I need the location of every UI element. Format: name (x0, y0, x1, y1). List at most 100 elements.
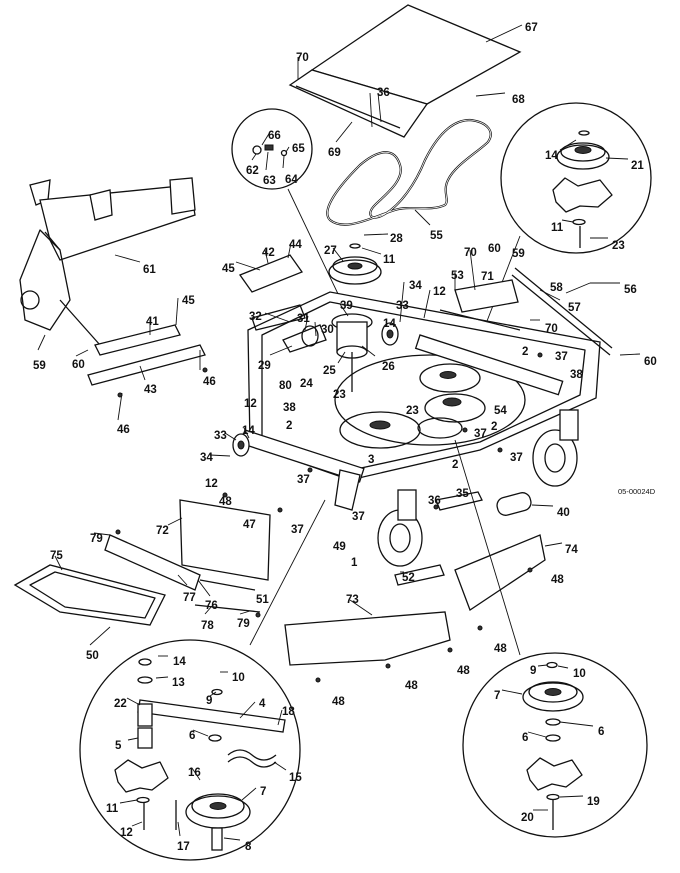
callout-78: 78 (201, 620, 214, 632)
callout-24: 24 (300, 378, 313, 390)
callout-20: 20 (521, 812, 534, 824)
callout-59: 59 (512, 248, 525, 260)
detail-circle-idler-arm (79, 499, 326, 861)
callout-34: 34 (200, 452, 213, 464)
callout-9: 9 (530, 665, 536, 677)
callout-6: 6 (598, 726, 604, 738)
callout-66: 66 (268, 130, 281, 142)
callout-4: 4 (259, 698, 266, 710)
callout-58: 58 (550, 282, 563, 294)
callout-79: 79 (237, 618, 250, 630)
callout-52: 52 (402, 572, 415, 584)
callout-64: 64 (285, 174, 298, 186)
callout-26: 26 (382, 361, 395, 373)
callout-36: 36 (377, 87, 390, 99)
caster-wheels (377, 409, 579, 567)
callout-48: 48 (494, 643, 507, 655)
callout-21: 21 (631, 160, 644, 172)
callout-38: 38 (570, 369, 583, 381)
lower-rods (194, 579, 261, 615)
callout-65: 65 (292, 143, 305, 155)
gearbox (251, 303, 376, 392)
callout-57: 57 (568, 302, 581, 314)
callout-14: 14 (242, 425, 255, 437)
callout-29: 29 (258, 360, 271, 372)
callout-79: 79 (90, 533, 103, 545)
callout-60: 60 (488, 243, 501, 255)
callout-43: 43 (144, 384, 157, 396)
callout-71: 71 (481, 271, 494, 283)
callout-51: 51 (256, 594, 269, 606)
callout-10: 10 (232, 672, 245, 684)
callout-63: 63 (263, 175, 276, 187)
callout-45: 45 (182, 295, 195, 307)
callout-2: 2 (286, 420, 292, 432)
callout-10: 10 (573, 668, 586, 680)
callout-11: 11 (383, 254, 396, 266)
drive-belt (326, 118, 492, 226)
callout-31: 31 (297, 313, 310, 325)
callout-33: 33 (396, 300, 409, 312)
callout-12: 12 (205, 478, 218, 490)
callout-40: 40 (557, 507, 570, 519)
callout-13: 13 (172, 677, 185, 689)
callout-46: 46 (117, 424, 130, 436)
callout-18: 18 (282, 706, 295, 718)
callout-80: 80 (279, 380, 292, 392)
callout-14: 14 (383, 318, 396, 330)
deck-housing (239, 291, 601, 511)
callout-37: 37 (291, 524, 304, 536)
callout-32: 32 (249, 311, 262, 323)
callout-77: 77 (183, 592, 196, 604)
callout-48: 48 (405, 680, 418, 692)
callout-48: 48 (551, 574, 564, 586)
callout-37: 37 (297, 474, 310, 486)
upper-shield (235, 242, 304, 293)
callout-3: 3 (368, 454, 374, 466)
callout-14: 14 (545, 150, 558, 162)
callout-35: 35 (456, 488, 469, 500)
callout-2: 2 (522, 346, 528, 358)
callout-5: 5 (115, 740, 122, 752)
cover-plate (288, 4, 523, 143)
callout-30: 30 (321, 324, 334, 336)
discharge-chute (93, 499, 271, 597)
deck-rollers (435, 491, 554, 516)
callout-14: 14 (173, 656, 186, 668)
callout-76: 76 (205, 600, 218, 612)
left-baffle-set (87, 297, 206, 421)
callout-39: 39 (340, 300, 353, 312)
callout-7: 7 (494, 690, 500, 702)
callout-15: 15 (289, 772, 302, 784)
callout-41: 41 (146, 316, 159, 328)
drawing-code: 05-00024D (618, 487, 656, 496)
callout-73: 73 (346, 594, 359, 606)
callout-45: 45 (222, 263, 235, 275)
callout-19: 19 (587, 796, 600, 808)
callout-72: 72 (156, 525, 169, 537)
callout-54: 54 (494, 405, 507, 417)
callout-6: 6 (522, 732, 528, 744)
callout-74: 74 (565, 544, 578, 556)
callout-27: 27 (324, 245, 337, 257)
callout-37: 37 (474, 428, 487, 440)
callout-12: 12 (433, 286, 446, 298)
callout-60: 60 (72, 359, 85, 371)
callout-69: 69 (328, 147, 341, 159)
callout-11: 11 (551, 222, 564, 234)
callout-56: 56 (624, 284, 637, 296)
mulch-plate (13, 555, 166, 646)
callout-12: 12 (244, 398, 257, 410)
callout-37: 37 (510, 452, 523, 464)
callout-47: 47 (243, 519, 256, 531)
callout-42: 42 (262, 247, 275, 259)
callout-60: 60 (644, 356, 657, 368)
callout-37: 37 (352, 511, 365, 523)
callout-48: 48 (332, 696, 345, 708)
callout-1: 1 (351, 557, 358, 569)
callout-12: 12 (120, 827, 133, 839)
callout-68: 68 (512, 94, 525, 106)
callout-48: 48 (219, 496, 232, 508)
